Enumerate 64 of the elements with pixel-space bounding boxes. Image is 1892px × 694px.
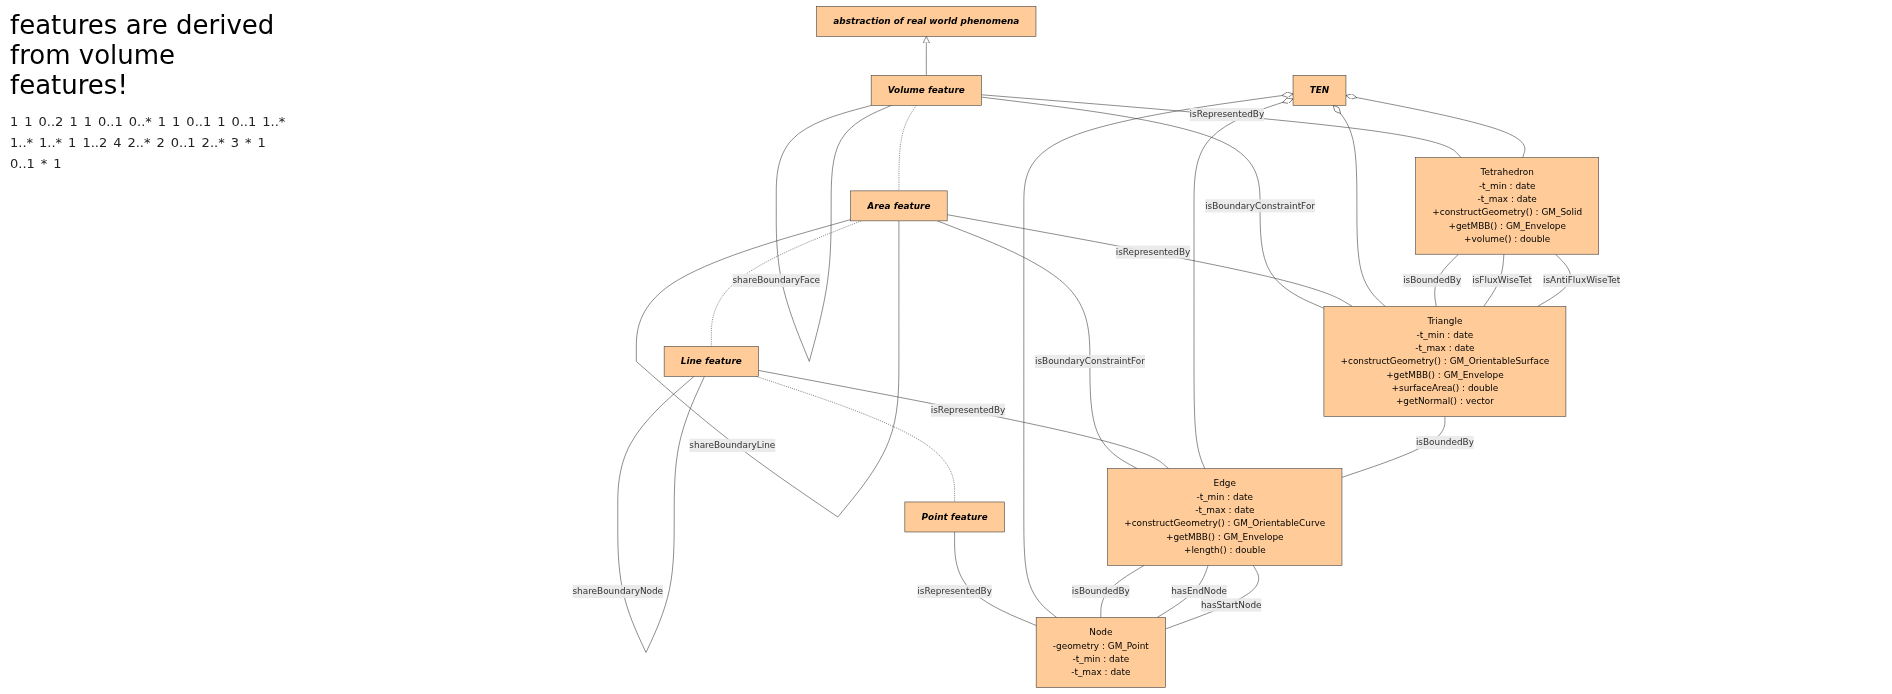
node-box: Triangle -t_min : date -t_max : date +constructGeometry() : GM_OrientableSurface +getMBB() : GM_Envelope +surfaceArea() : double +getNormal() : vector [1323, 306, 1566, 417]
edge-label: isBoundaryConstraintFor [1204, 200, 1315, 211]
node-box: Area feature [849, 190, 948, 222]
connector [980, 96, 1324, 309]
node-box: abstraction of real world phenomena [816, 6, 1036, 37]
multiplicity-label: 2..* [127, 135, 151, 150]
connector [635, 219, 899, 518]
multiplicity-label: 0..* [128, 114, 152, 129]
edge-label: isRepresentedBy [1189, 109, 1264, 120]
edge-label: isRepresentedBy [930, 404, 1006, 416]
multiplicity-label: 0..1 [170, 135, 196, 150]
multiplicity-label: 1 [68, 135, 77, 150]
multiplicity-label: 1 [53, 156, 62, 171]
edge-label: hasEndNode [1170, 585, 1227, 597]
edge-label: isRepresentedBy [916, 585, 992, 597]
edge-label: shareBoundaryFace [732, 274, 820, 286]
multiplicity-label: 1..* [39, 135, 63, 150]
multiplicity-label: 0..2 [38, 114, 64, 129]
multiplicity-label: 1..* [10, 135, 34, 150]
edge-label: isBoundedBy [1071, 585, 1130, 597]
connector [775, 105, 892, 362]
slide-heading: features are derived from volume features! [10, 10, 276, 100]
connector [1164, 565, 1259, 630]
node-box: Volume feature [870, 75, 982, 106]
multiplicity-label: 0..1 [10, 156, 35, 171]
multiplicity-label: 0..1 [231, 114, 257, 129]
multiplicity-label: 1 [24, 114, 33, 129]
edge-label: isBoundedBy [1402, 274, 1461, 286]
node-box: Tetrahedron -t_min : date -t_max : date +constructGeometry() : GM_Solid +getMBB() : GM_Envelope +volume() : double [1415, 157, 1599, 255]
multiplicity-label: 1..* [262, 114, 286, 129]
multiplicity-label: * [40, 156, 48, 171]
multiplicity-label: 1 [157, 114, 167, 129]
multiplicity-label: 1 [172, 114, 181, 129]
node-box: Edge -t_min : date -t_max : date +constructGeometry() : GM_OrientableCurve +getMBB() : GM_Envelope +length() : double [1106, 468, 1342, 566]
multiplicity-label: 0..1 [97, 114, 123, 129]
multiplicity-label: 2 [156, 135, 165, 150]
edge-label: shareBoundaryLine [689, 439, 775, 451]
multiplicity-label: 1..2 [82, 135, 108, 150]
multiplicity-label: 1 [10, 114, 19, 129]
multiplicity-label: 1 [257, 135, 266, 150]
connector [755, 376, 955, 503]
multiplicity-label: 3 [230, 135, 239, 150]
connector [980, 94, 1462, 158]
edge-label: isBoundedBy [1415, 437, 1474, 448]
connector [617, 376, 705, 653]
node-box: Point feature [904, 501, 1005, 533]
edge-label: isBoundaryConstraintFor [1034, 355, 1145, 367]
multiplicity-label: 4 [113, 135, 122, 150]
edge-label: shareBoundaryNode [572, 585, 663, 597]
node-box: Line feature [663, 346, 759, 377]
node-box: TEN [1292, 75, 1346, 106]
multiplicity-label: 1 [217, 114, 226, 129]
edge-label: isFluxWiseTet [1471, 274, 1532, 286]
edge-label: isAntiFluxWiseTet [1542, 274, 1620, 286]
multiplicity-label: * [244, 135, 252, 150]
multiplicity-label: 0..1 [186, 114, 212, 129]
multiplicity-label: 2..* [201, 135, 225, 150]
multiplicity-label: 1 [83, 114, 92, 129]
edge-label: hasStartNode [1200, 599, 1262, 611]
multiplicity-label: 1 [69, 114, 78, 129]
edge-label: isRepresentedBy [1115, 246, 1190, 258]
connector [946, 214, 1353, 307]
node-box: Node -geometry : GM_Point -t_min : date -t_max : date [1035, 617, 1166, 688]
connector [757, 370, 1169, 469]
